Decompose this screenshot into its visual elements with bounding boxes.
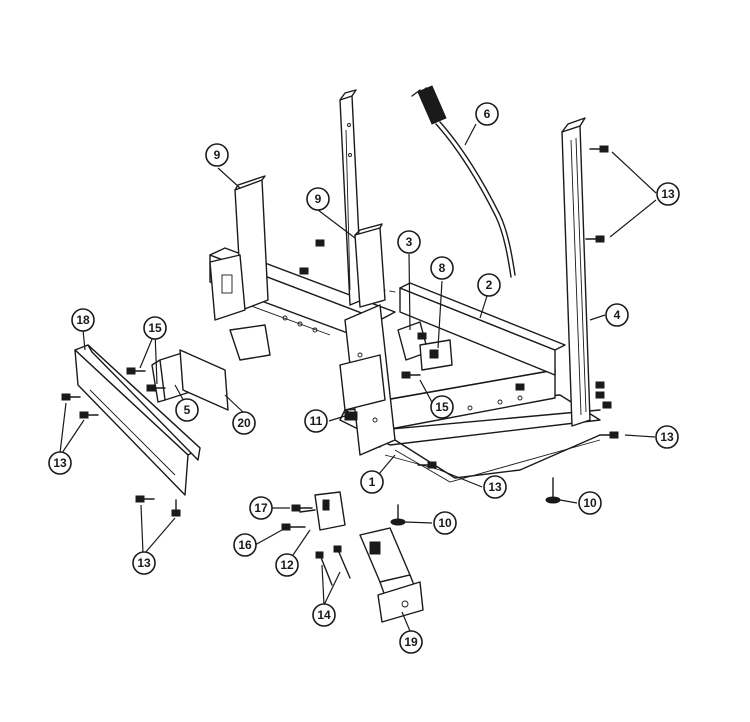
callout-11: 11: [304, 409, 328, 433]
callout-14: 14: [312, 603, 336, 627]
center-bracket-part-9: [354, 223, 386, 308]
callout-13-base: 13: [483, 475, 507, 499]
callout-3: 3: [397, 230, 421, 254]
screw-17: [291, 504, 313, 512]
screw-rear-beam-a: [299, 267, 309, 275]
svg-text:17: 17: [254, 501, 268, 515]
screw-13-right-a: [595, 381, 605, 389]
svg-text:1: 1: [369, 475, 376, 489]
svg-text:19: 19: [404, 635, 418, 649]
callout-13-lower-right: 13: [655, 425, 679, 449]
side-rail-part-2: [359, 282, 566, 376]
callout-5: 5: [175, 398, 199, 422]
screw-rear-beam-b: [315, 239, 325, 247]
screw-13-middle: [585, 235, 605, 243]
svg-text:6: 6: [484, 107, 491, 121]
callout-13-upper-right: 13: [656, 182, 680, 206]
callout-2: 2: [477, 273, 501, 297]
screw-16: [281, 523, 306, 531]
power-cord-part-6: [411, 85, 516, 278]
switch-part-12: [299, 491, 346, 531]
callout-18: 18: [71, 308, 95, 332]
leveling-foot-10-center: [390, 504, 406, 526]
block-part-8: [419, 339, 453, 371]
leader-lines: [59, 123, 657, 632]
svg-text:11: 11: [310, 414, 323, 428]
svg-text:2: 2: [486, 278, 493, 292]
callout-9-center: 9: [306, 187, 330, 211]
screw-13-left-a: [61, 393, 81, 401]
screw-14-a: [315, 551, 333, 586]
screw-13-bottom-b: [171, 499, 181, 517]
svg-text:13: 13: [488, 480, 502, 494]
callout-9-left: 9: [205, 143, 229, 167]
svg-text:4: 4: [614, 308, 621, 322]
screw-14-b: [333, 545, 351, 579]
svg-text:15: 15: [435, 400, 449, 414]
svg-text:13: 13: [53, 456, 67, 470]
svg-text:13: 13: [137, 556, 151, 570]
right-upright-part-4: [561, 117, 591, 427]
svg-text:20: 20: [237, 416, 251, 430]
callout-1: 1: [360, 470, 384, 494]
callout-13-bottom-left: 13: [132, 551, 156, 575]
callout-15-left: 15: [143, 316, 167, 340]
latch-bracket-part-19: [359, 527, 424, 623]
plate-part-20: [179, 349, 229, 411]
callout-10-center: 10: [433, 511, 457, 535]
svg-text:9: 9: [214, 148, 221, 162]
svg-text:9: 9: [315, 192, 322, 206]
callout-19: 19: [399, 630, 423, 654]
svg-text:14: 14: [317, 608, 331, 622]
left-rear-bracket-part-9: [209, 175, 271, 361]
callout-8: 8: [430, 256, 454, 280]
callout-12: 12: [275, 553, 299, 577]
front-vertical-plate: [339, 304, 396, 456]
screw-13-right-b: [595, 391, 605, 399]
svg-text:10: 10: [438, 516, 452, 530]
callout-17: 17: [249, 496, 273, 520]
screw-13-right-c: [602, 401, 612, 409]
screws: [61, 145, 619, 586]
screw-13-upper: [589, 145, 609, 153]
screw-13-left-b: [79, 411, 99, 419]
svg-text:16: 16: [238, 538, 252, 552]
svg-text:13: 13: [660, 430, 674, 444]
callout-13-left: 13: [48, 451, 72, 475]
svg-text:18: 18: [76, 313, 90, 327]
screw-13-bottom-a: [135, 495, 155, 503]
svg-text:12: 12: [280, 558, 294, 572]
callout-16: 16: [233, 533, 257, 557]
callout-20: 20: [232, 411, 256, 435]
svg-text:10: 10: [583, 496, 597, 510]
svg-text:5: 5: [184, 403, 191, 417]
svg-text:13: 13: [661, 187, 675, 201]
front-panel-part-18: [74, 344, 201, 496]
screw-15-b: [146, 384, 166, 392]
callout-15-center: 15: [430, 395, 454, 419]
svg-text:15: 15: [148, 321, 162, 335]
svg-text:8: 8: [439, 261, 446, 275]
callout-6: 6: [475, 102, 499, 126]
screw-15-c: [401, 371, 421, 379]
screw-13-base: [417, 461, 437, 469]
callout-10-right: 10: [578, 491, 602, 515]
screw-rear-beam-c: [515, 383, 525, 391]
screw-15-d: [417, 332, 427, 340]
screw-13-right-d: [599, 431, 619, 439]
screw-15-a: [126, 367, 146, 375]
svg-text:3: 3: [406, 235, 413, 249]
screw-11: [344, 411, 358, 421]
callout-4: 4: [605, 303, 629, 327]
leveling-foot-10-right: [545, 477, 561, 504]
